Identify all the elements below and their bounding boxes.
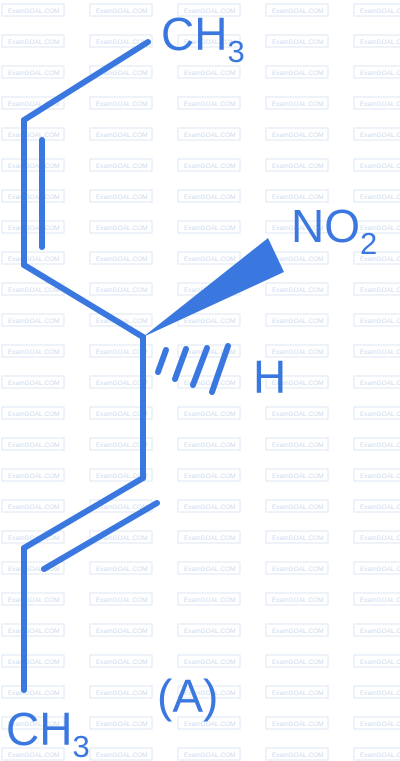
wedge-bond-nitro <box>143 238 284 337</box>
top-ch3-label: CH3 <box>161 8 245 69</box>
hash-4 <box>209 343 231 395</box>
bond-c5-c6 <box>21 475 146 551</box>
bond-c3-c4 <box>21 262 146 340</box>
hash-3 <box>190 345 210 388</box>
hash-2 <box>172 346 189 382</box>
hash-1 <box>155 347 169 375</box>
bond-ch3-c2 <box>21 39 151 123</box>
bond-c5-c6-inner <box>41 500 160 572</box>
nitro-label: NO2 <box>291 200 377 261</box>
hydrogen-label: H <box>253 351 286 403</box>
bottom-ch3-label: CH3 <box>6 703 90 761</box>
compound-tag: (A) <box>157 670 218 722</box>
